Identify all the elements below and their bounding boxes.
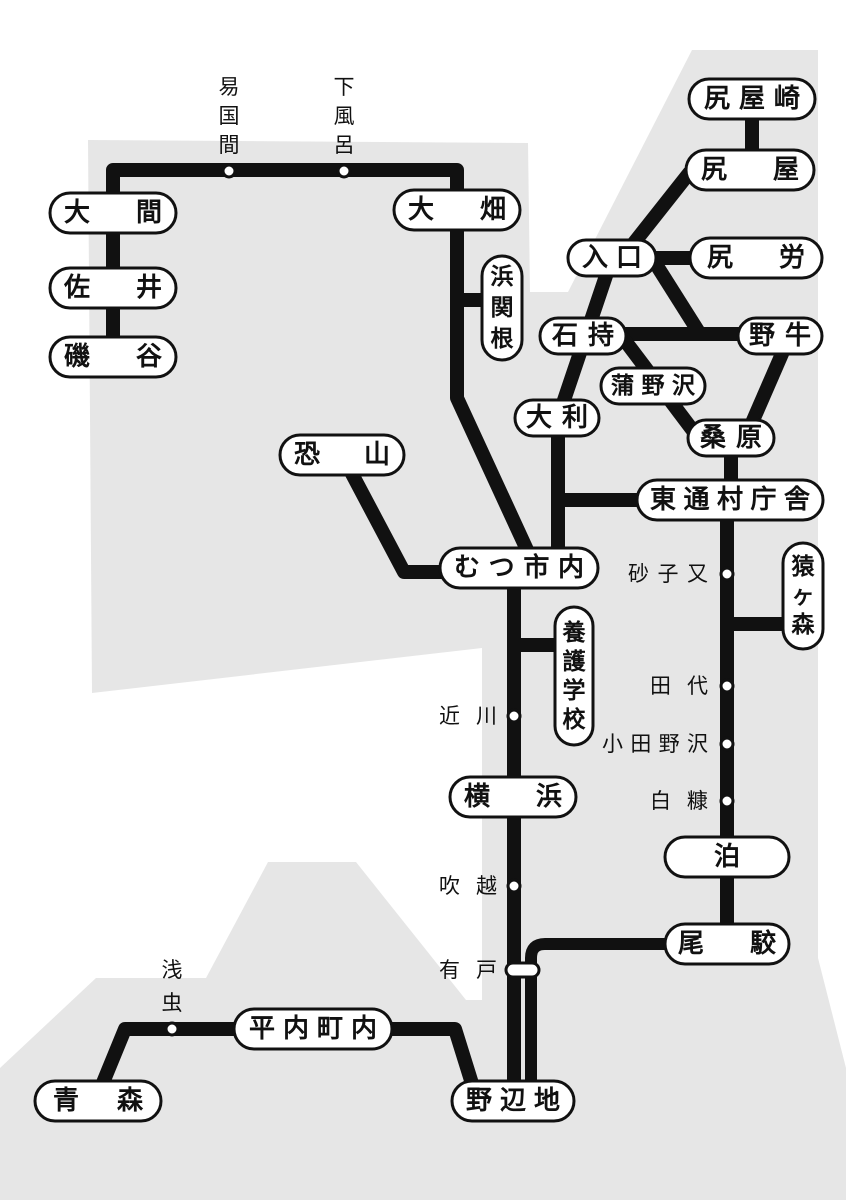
- stop-shimofuro-label: 下風呂: [334, 75, 355, 157]
- station-hamasekine-badge: [480, 254, 524, 362]
- station-mutsu-city-badge: [438, 546, 600, 590]
- station-school-label: 養護学校: [562, 619, 587, 733]
- station-gamanosawa: 蒲野沢: [599, 366, 707, 406]
- station-osorezan-badge: [278, 433, 406, 477]
- stop-arito-marker: [504, 961, 541, 979]
- station-oma-badge: [48, 191, 178, 235]
- stop-asamushi: 浅虫: [162, 958, 183, 1037]
- station-village-office-label: 東通村庁舎: [650, 484, 810, 515]
- station-moushi-badge: [736, 316, 824, 356]
- station-kuwahara: 桑原: [686, 418, 776, 458]
- station-hiranai-town-badge: [232, 1007, 394, 1051]
- stop-fukkoshi-dot: [506, 878, 522, 894]
- station-shitsukari-badge: [688, 236, 824, 280]
- station-yokohama: 横浜: [448, 775, 578, 819]
- stop-odanosawa-dot: [719, 736, 735, 752]
- station-isoya-badge: [48, 335, 178, 379]
- station-shiriya-badge: [684, 148, 816, 192]
- station-tomari-label: 泊: [714, 842, 740, 872]
- stop-chikagawa-dot: [506, 708, 522, 724]
- station-sai-badge: [48, 266, 178, 310]
- stop-sunagomata-label: 砂子又: [628, 562, 708, 586]
- station-sarugamori-badge: [781, 541, 825, 651]
- station-yokohama-badge: [448, 775, 578, 819]
- stop-arito: 有戸: [439, 958, 541, 982]
- stop-asamushi-dot: [164, 1021, 180, 1037]
- stop-asamushi-label: 浅虫: [162, 958, 183, 1015]
- station-noheji-badge: [450, 1079, 576, 1123]
- station-noheji: 野辺地: [450, 1079, 576, 1123]
- stop-sunagomata-dot: [719, 566, 735, 582]
- station-shiriyazaki: 尻屋崎: [687, 77, 817, 121]
- station-school: 養護学校: [553, 605, 595, 747]
- station-hamasekine-label: 浜関根: [491, 264, 514, 352]
- stop-shimofuro: 下風呂: [334, 75, 355, 179]
- station-shiriya: 尻屋: [684, 148, 816, 192]
- station-shitsukari: 尻労: [688, 236, 824, 280]
- station-aomori-badge: [33, 1079, 163, 1123]
- station-oma: 大間: [48, 191, 178, 235]
- station-sarugamori: 猿ヶ森: [781, 541, 825, 651]
- station-school-badge: [553, 605, 595, 747]
- station-hamasekine: 浜関根: [480, 254, 524, 362]
- route-line-osorezan: [343, 466, 446, 579]
- route-line-obuchi-noheji: [525, 938, 668, 1086]
- station-ori-badge: [513, 398, 601, 438]
- station-gamanosawa-label: 蒲野沢: [611, 373, 696, 399]
- station-ohata: 大畑: [392, 188, 522, 232]
- station-osorezan: 恐山: [278, 433, 406, 477]
- station-obuchi: 尾駮: [663, 922, 791, 966]
- station-moushi: 野牛: [736, 316, 824, 356]
- station-iriguchi-badge: [566, 238, 658, 278]
- station-isoya: 磯谷: [48, 335, 178, 379]
- station-ori: 大利: [513, 398, 601, 438]
- stop-arito-label: 有戸: [439, 958, 497, 982]
- station-shiriyazaki-label: 尻屋崎: [704, 84, 800, 114]
- station-gamanosawa-badge: [599, 366, 707, 406]
- station-tomari: 泊: [663, 835, 791, 879]
- station-iriguchi: 入口: [566, 238, 658, 278]
- station-mutsu-city: むつ市内: [438, 546, 600, 590]
- stop-ikokuma-dot: [221, 163, 237, 179]
- stop-shimofuro-dot: [336, 163, 352, 179]
- station-sarugamori-label: 猿ヶ森: [791, 554, 816, 638]
- station-ishimochi: 石持: [538, 316, 628, 356]
- station-shiriyazaki-badge: [687, 77, 817, 121]
- stop-chikagawa-label: 近川: [439, 704, 497, 728]
- station-noheji-label: 野辺地: [466, 1086, 560, 1116]
- station-village-office: 東通村庁舎: [635, 478, 825, 522]
- station-tomari-badge: [663, 835, 791, 879]
- route-line-iriguchi-moushi: [646, 254, 706, 338]
- stop-sunagomata: 砂子又: [628, 562, 735, 586]
- station-village-office-badge: [635, 478, 825, 522]
- stop-fukkoshi-label: 吹越: [439, 874, 497, 898]
- stop-ikokuma-label: 易国間: [219, 75, 240, 157]
- station-hiranai-town: 平内町内: [232, 1007, 394, 1051]
- stop-tashiro-dot: [719, 678, 735, 694]
- stop-shirinuka-dot: [719, 793, 735, 809]
- station-ishimochi-badge: [538, 316, 628, 356]
- stop-ikokuma: 易国間: [219, 75, 240, 179]
- station-ohata-badge: [392, 188, 522, 232]
- station-sai: 佐井: [48, 266, 178, 310]
- station-kuwahara-badge: [686, 418, 776, 458]
- station-obuchi-badge: [663, 922, 791, 966]
- station-aomori: 青森: [33, 1079, 163, 1123]
